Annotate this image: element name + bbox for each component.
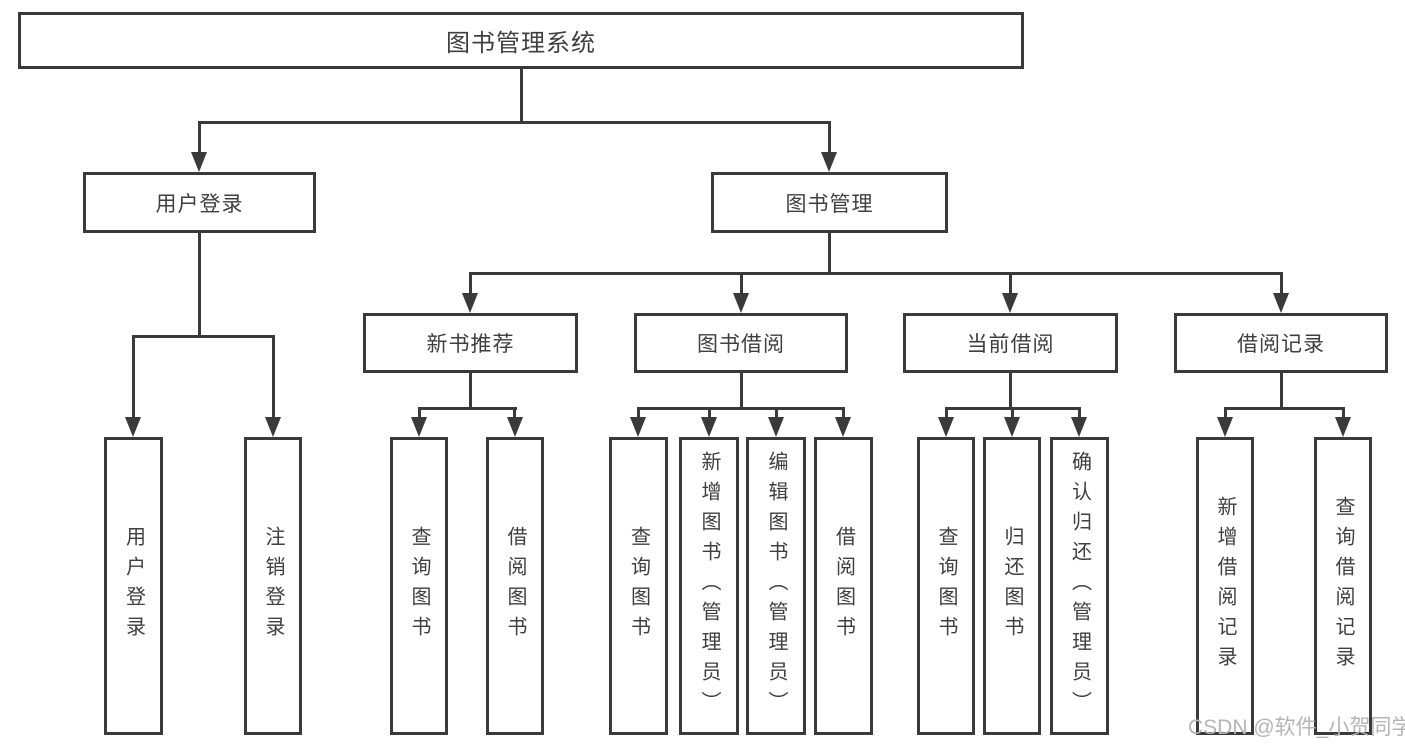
edge-drop-login-leaf2 [272, 335, 275, 419]
leaf-br-query-record: 查询借阅记录 [1314, 437, 1372, 735]
edge-drop-bb-leaf2 [708, 407, 711, 419]
edge-root-bar [198, 121, 831, 124]
arrowhead-user-login [191, 152, 207, 172]
edge-drop-new-books [469, 272, 472, 295]
edge-drop-cb-leaf1 [945, 407, 948, 419]
leaf-nb-borrow-books: 借阅图书 [486, 437, 544, 735]
leaf-bb-query-books: 查询图书 [609, 437, 668, 735]
arrowhead-current-borrow [1002, 293, 1018, 313]
leaf-br-add-record: 新增借阅记录 [1196, 437, 1254, 735]
leaf-bb-borrow-books: 借阅图书 [814, 437, 873, 735]
edge-user-login-stem [198, 233, 201, 337]
edge-book-borrow-bar [637, 407, 845, 410]
edge-drop-nb-leaf2 [513, 407, 516, 419]
arrowhead-nb-leaf1 [411, 417, 427, 437]
edge-user-login-bar [132, 335, 275, 338]
edge-book-mgmt-bar [469, 272, 1283, 275]
edge-root-stem [520, 69, 523, 123]
arrowhead-bb-leaf2 [701, 417, 717, 437]
arrowhead-login-leaf2 [265, 417, 281, 437]
node-new-books: 新书推荐 [363, 313, 578, 373]
leaf-cb-confirm-return-admin: 确认归还（管理员） [1050, 437, 1109, 735]
edge-drop-current-borrow [1009, 272, 1012, 295]
edge-book-borrow-stem [740, 373, 743, 410]
leaf-cb-query-books: 查询图书 [917, 437, 975, 735]
arrowhead-br-leaf1 [1217, 417, 1233, 437]
edge-drop-cb-leaf2 [1011, 407, 1014, 419]
csdn-watermark: CSDN @软件_小贺同学 [1188, 716, 1405, 739]
arrowhead-login-leaf1 [125, 417, 141, 437]
edge-drop-borrow-records [1280, 272, 1283, 295]
arrowhead-book-borrow [733, 293, 749, 313]
edge-borrow-records-bar [1224, 407, 1345, 410]
edge-drop-br-leaf2 [1342, 407, 1345, 419]
arrowhead-cb-leaf2 [1004, 417, 1020, 437]
arrowhead-borrow-records [1273, 293, 1289, 313]
leaf-bb-add-books-admin: 新增图书（管理员） [679, 437, 739, 735]
node-book-mgmt: 图书管理 [711, 172, 948, 233]
arrowhead-book-mgmt [821, 152, 837, 172]
edge-drop-bb-leaf4 [842, 407, 845, 419]
arrowhead-cb-leaf1 [938, 417, 954, 437]
edge-drop-bb-leaf1 [637, 407, 640, 419]
arrowhead-cb-leaf3 [1071, 417, 1087, 437]
edge-drop-cb-leaf3 [1078, 407, 1081, 419]
arrowhead-nb-leaf2 [507, 417, 523, 437]
node-user-login: 用户登录 [83, 172, 316, 233]
edge-drop-user-login [198, 121, 201, 154]
edge-new-books-bar [418, 407, 517, 410]
arrowhead-br-leaf2 [1335, 417, 1351, 437]
edge-new-books-stem [469, 373, 472, 410]
arrowhead-bb-leaf4 [835, 417, 851, 437]
edge-current-borrow-stem [1009, 373, 1012, 410]
leaf-nb-query-books: 查询图书 [390, 437, 448, 735]
edge-drop-br-leaf1 [1224, 407, 1227, 419]
arrowhead-bb-leaf1 [630, 417, 646, 437]
edge-drop-book-mgmt [828, 121, 831, 154]
edge-book-mgmt-stem [828, 233, 831, 275]
node-borrow-records: 借阅记录 [1174, 313, 1388, 373]
node-current-borrow: 当前借阅 [903, 313, 1118, 373]
edge-drop-nb-leaf1 [418, 407, 421, 419]
edge-drop-book-borrow [740, 272, 743, 295]
arrowhead-new-books [462, 293, 478, 313]
leaf-user-login: 用户登录 [104, 437, 163, 735]
leaf-logout: 注销登录 [244, 437, 302, 735]
edge-drop-bb-leaf3 [775, 407, 778, 419]
leaf-cb-return-books: 归还图书 [983, 437, 1041, 735]
edge-drop-login-leaf1 [132, 335, 135, 419]
node-root-library-system: 图书管理系统 [18, 12, 1024, 69]
arrowhead-bb-leaf3 [768, 417, 784, 437]
node-book-borrow: 图书借阅 [634, 313, 848, 373]
leaf-bb-edit-books-admin: 编辑图书（管理员） [746, 437, 806, 735]
edge-borrow-records-stem [1280, 373, 1283, 410]
